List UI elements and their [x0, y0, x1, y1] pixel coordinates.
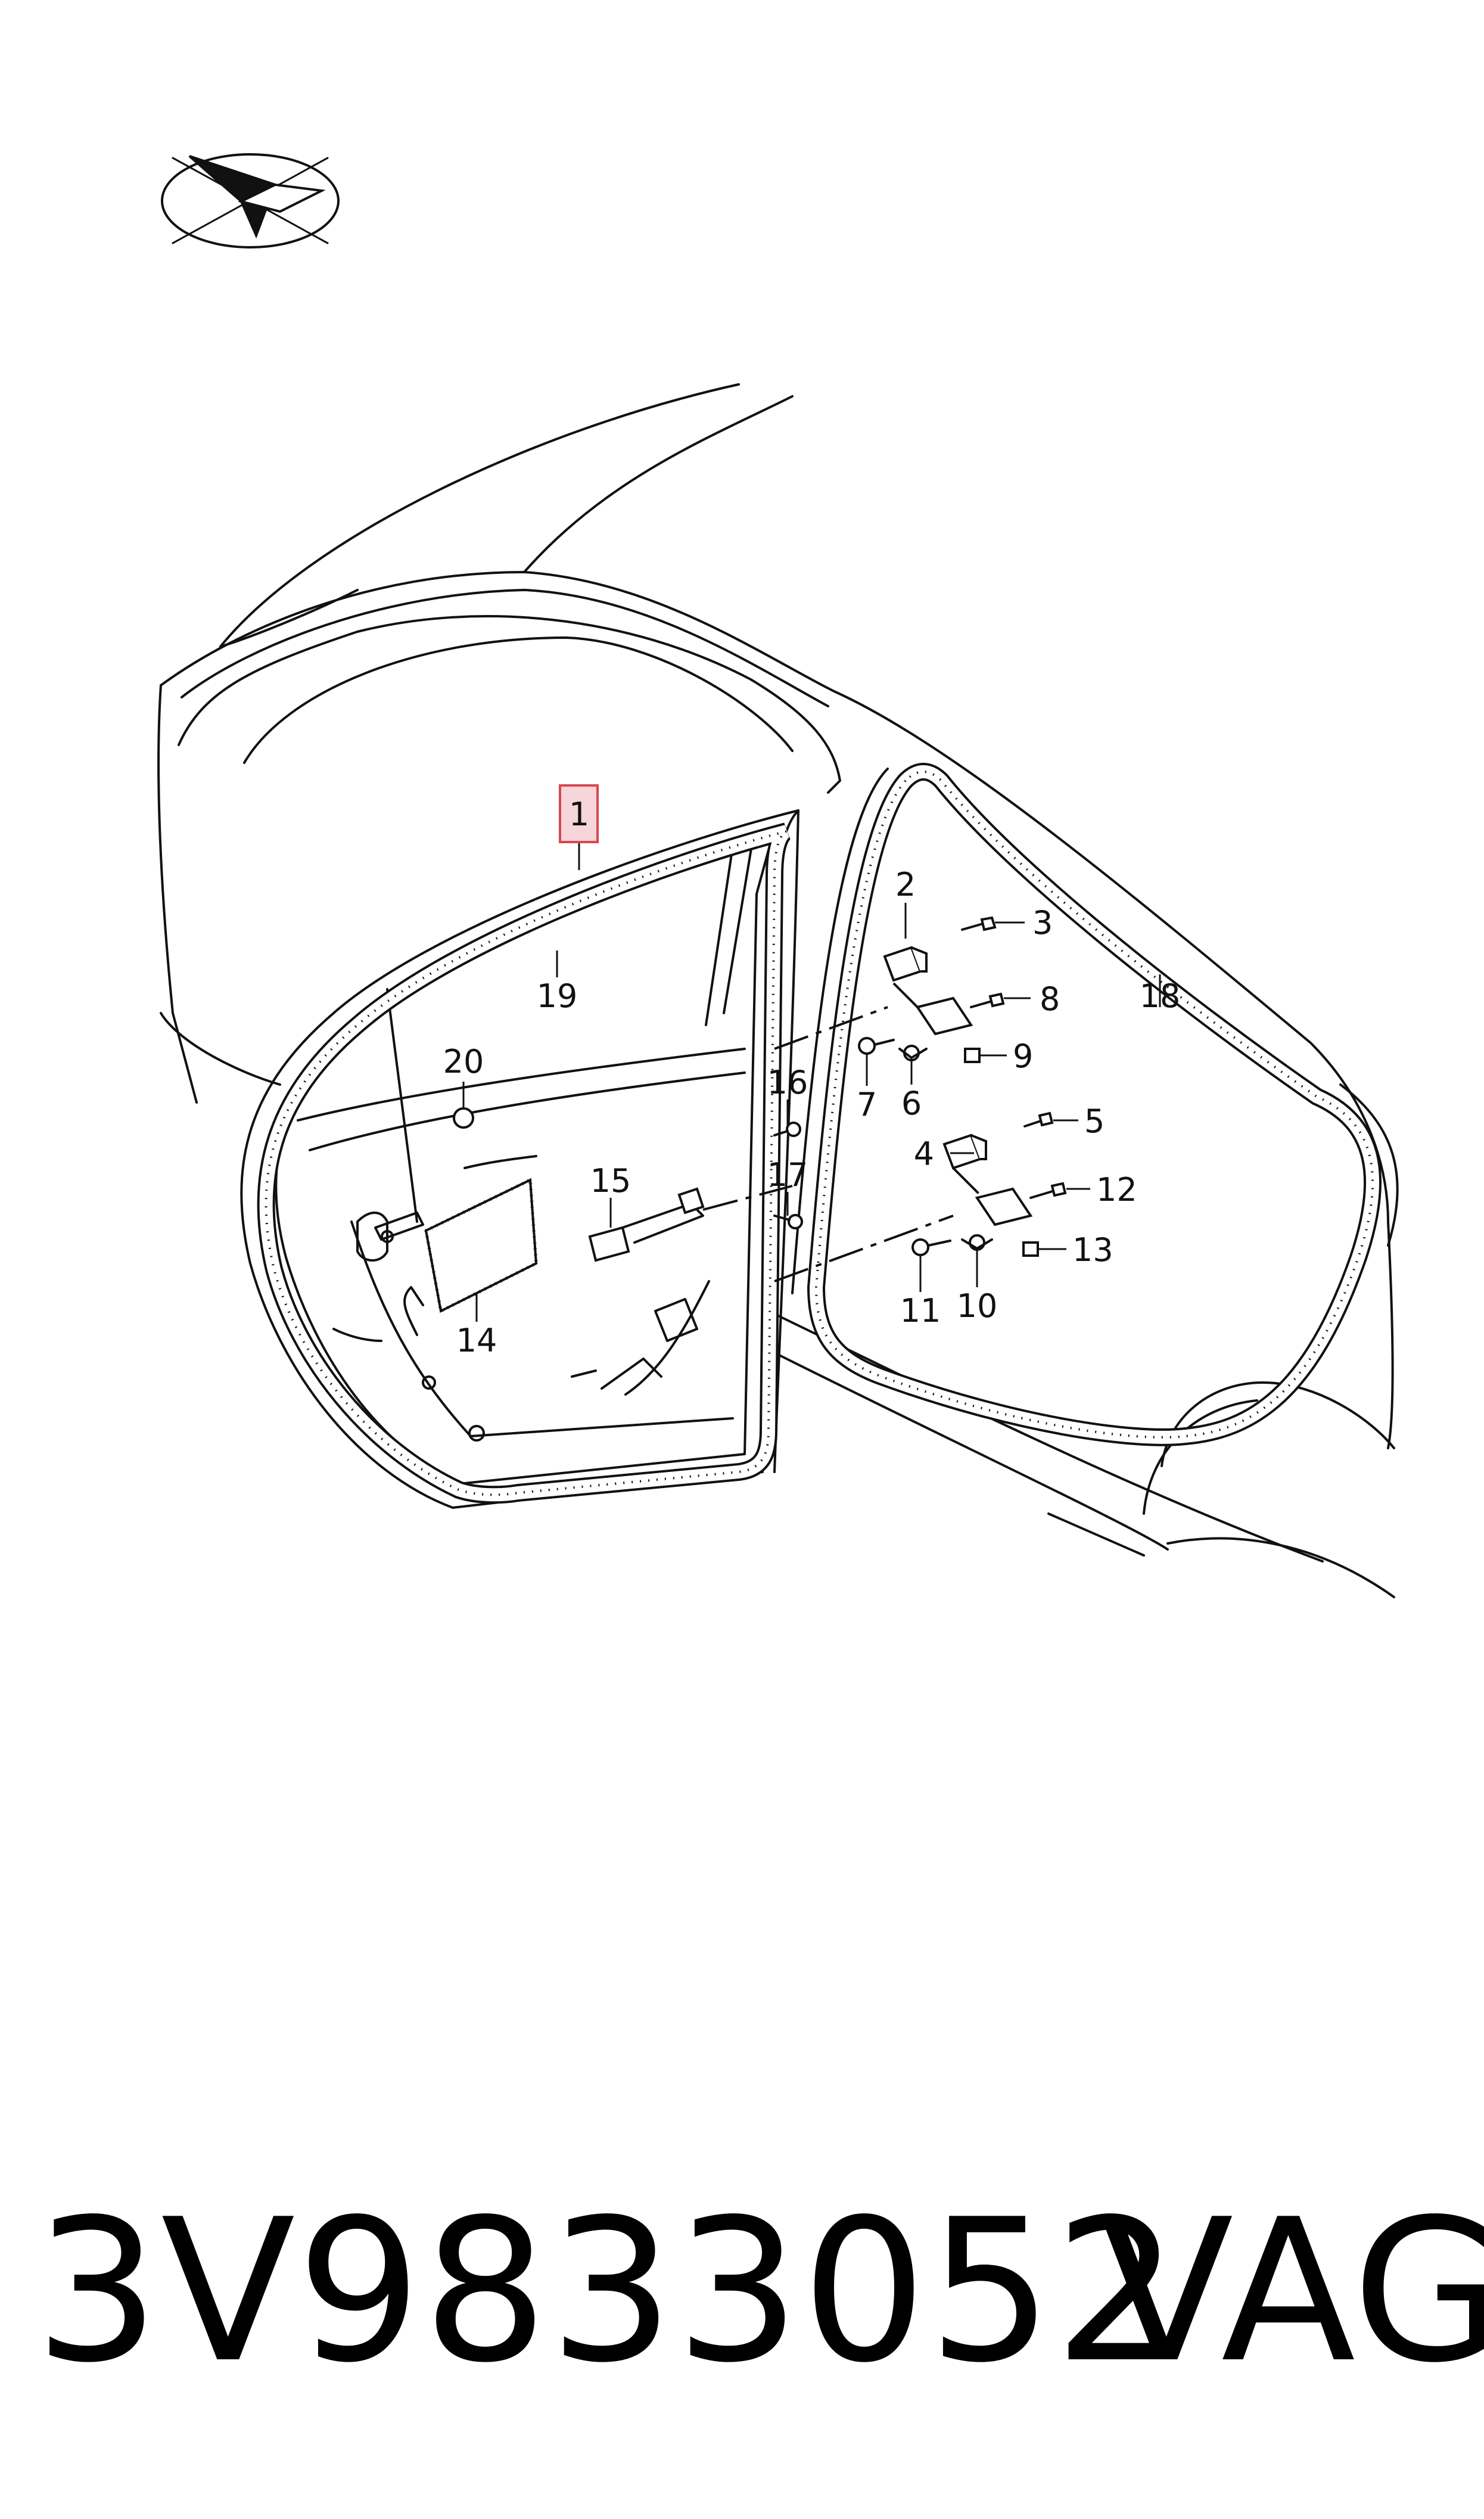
callout-19: 19: [537, 977, 578, 1015]
callout-5: 5: [1084, 1102, 1105, 1140]
callout-10: 10: [957, 1287, 998, 1325]
callout-11: 11: [900, 1292, 941, 1330]
callout-17: 17: [767, 1156, 808, 1194]
callout-1-highlight: [559, 784, 599, 843]
door-bolts: [453, 1107, 803, 1229]
orientation-arrow-icon: [161, 153, 340, 249]
callout-7: 7: [857, 1086, 877, 1123]
callout-13: 13: [1072, 1231, 1113, 1269]
callout-9: 9: [1013, 1038, 1033, 1075]
callout-3: 3: [1032, 904, 1053, 942]
lower-hinge: [911, 1111, 1067, 1257]
door-panel: [240, 809, 799, 1509]
door-check-strap: [588, 1187, 705, 1262]
insulation-pad: [424, 1177, 539, 1314]
leader-lines: [462, 843, 1161, 1322]
brand-name: VAG: [1099, 2177, 1484, 2406]
callout-15: 15: [590, 1162, 631, 1200]
callout-14: 14: [456, 1322, 497, 1359]
door-opening-seal: [791, 763, 1399, 1446]
callout-18: 18: [1140, 977, 1181, 1015]
part-number: 3V9833052: [35, 2177, 1181, 2406]
callout-8: 8: [1040, 980, 1060, 1018]
door-seal: [257, 822, 792, 1504]
callout-2: 2: [895, 866, 916, 903]
upper-hinge: [858, 916, 1005, 1063]
callout-20: 20: [443, 1043, 484, 1080]
callout-6: 6: [901, 1085, 922, 1122]
callout-labels: 1 2 3 4 5 6 7 8 9 10 11 12 13 14 15 16 1…: [443, 796, 1181, 1359]
callout-12: 12: [1096, 1171, 1137, 1209]
assembly-lines: [702, 982, 984, 1282]
callout-16: 16: [767, 1064, 808, 1101]
callout-4: 4: [914, 1135, 934, 1173]
callout-1: 1: [569, 796, 589, 833]
